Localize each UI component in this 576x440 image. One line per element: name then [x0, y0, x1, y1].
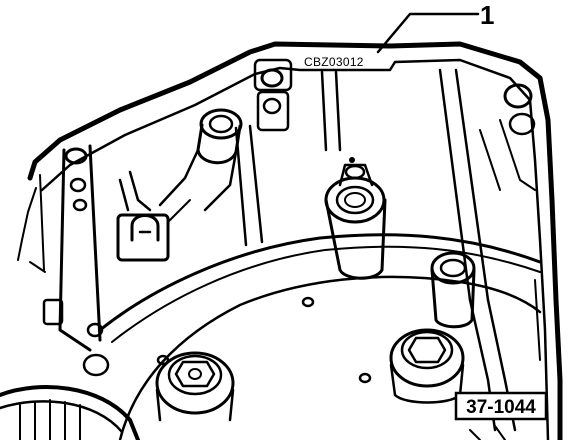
- upper-bushing: [158, 108, 243, 212]
- hex-bolt-left: [155, 351, 235, 422]
- hex-bolt-right: [389, 328, 465, 404]
- corner-bosses: [253, 58, 536, 136]
- figure-number-label: 37-1044: [466, 397, 536, 418]
- part-number-stamp: CBZ03012: [304, 55, 364, 69]
- right-boss: [430, 251, 476, 329]
- housing-ribs: [234, 68, 536, 432]
- left-pillar: [29, 144, 110, 377]
- central-boss: [324, 157, 387, 280]
- bottom-left-bore: [0, 385, 140, 440]
- lever-assembly: [116, 170, 191, 262]
- small-fasteners: [156, 296, 372, 384]
- lower-right-detail: [469, 279, 541, 440]
- figure-number-box: 37-1044: [454, 391, 548, 421]
- callout-1: 1: [376, 0, 494, 54]
- housing-outer-flange: [17, 41, 563, 440]
- callout-label: 1: [480, 0, 494, 30]
